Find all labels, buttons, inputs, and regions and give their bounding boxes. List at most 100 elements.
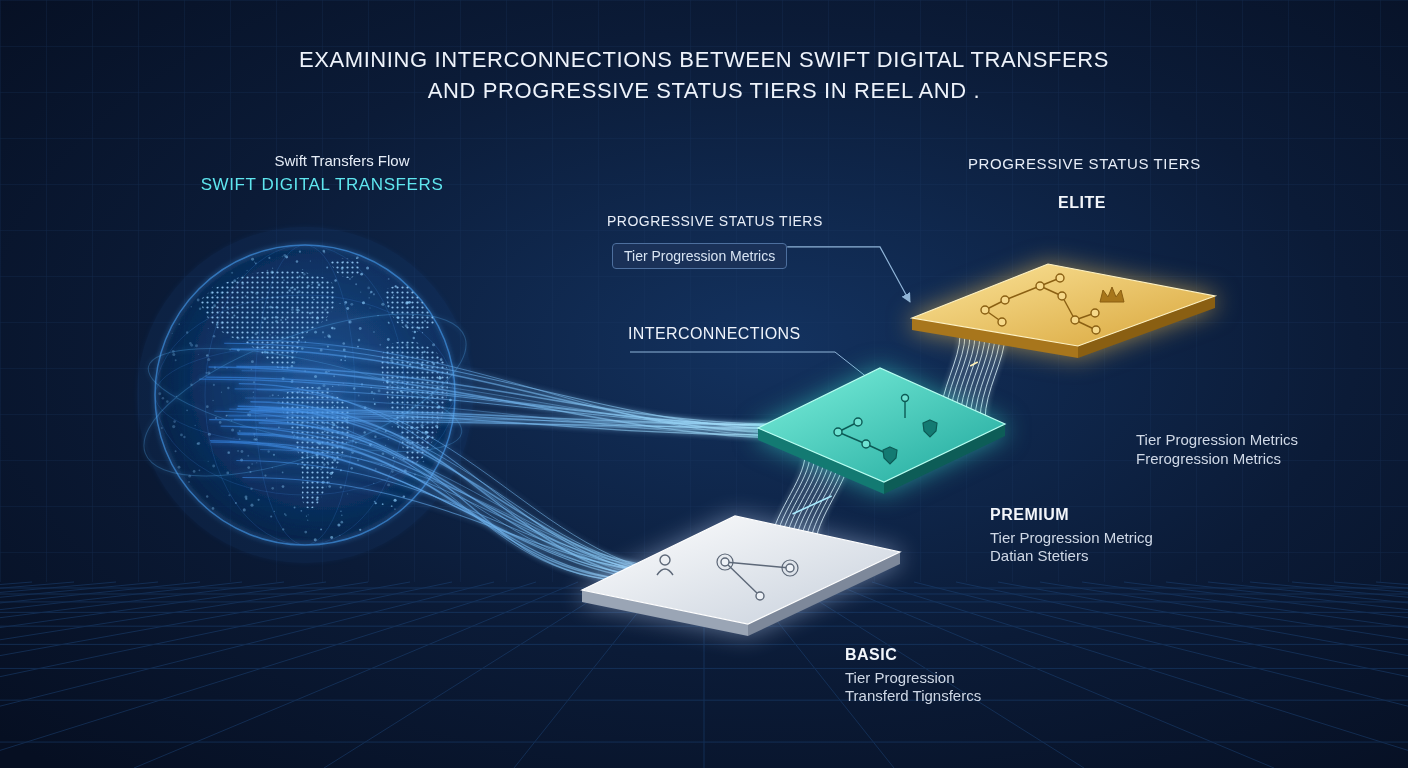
- globe-dot: [438, 418, 439, 419]
- globe-dot: [186, 331, 188, 333]
- globe-dot: [388, 439, 389, 440]
- globe-dot: [251, 360, 254, 363]
- floor-line: [0, 582, 32, 768]
- floor-line: [1082, 582, 1408, 768]
- metric-tag: Tier Progression Metrics: [624, 248, 775, 264]
- globe-dot: [379, 344, 381, 346]
- globe-dot: [309, 312, 311, 314]
- globe-dot: [293, 361, 296, 364]
- globe-dot: [388, 278, 390, 280]
- transfer-stream: [238, 434, 663, 581]
- globe-dot: [433, 363, 435, 365]
- globe-dot: [158, 392, 161, 395]
- globe-dot: [282, 528, 284, 530]
- icon-node: [1001, 296, 1009, 304]
- globe-dot: [375, 502, 377, 504]
- globe-dot: [282, 485, 285, 488]
- globe-dot: [188, 481, 190, 483]
- tile-shape: [910, 262, 1218, 362]
- shield-icon: [883, 447, 897, 464]
- globe-dot: [254, 332, 257, 335]
- globe-dot: [418, 348, 419, 349]
- globe-dot: [250, 504, 253, 507]
- transfer-stream: [237, 433, 655, 581]
- globe-dot: [344, 301, 347, 304]
- floor-line: [0, 582, 326, 768]
- globe-dot: [198, 469, 200, 471]
- globe-dot: [432, 343, 435, 346]
- globe-dot: [257, 499, 259, 501]
- globe-dot: [367, 287, 370, 290]
- globe-dot: [290, 287, 292, 289]
- icon-node: [1058, 292, 1066, 300]
- metric-note: Tier Progression Metrics Frerogression M…: [1136, 430, 1331, 468]
- globe-dot: [413, 337, 415, 339]
- icon-node: [1036, 282, 1044, 290]
- globe-dot: [294, 506, 296, 508]
- leader-line: [630, 352, 868, 378]
- floor-line: [1292, 582, 1408, 768]
- globe-dot: [297, 309, 300, 312]
- globe-dot: [323, 384, 326, 387]
- label-wrap: SWIFT DIGITAL TRANSFERS: [142, 175, 502, 195]
- floor-line: [0, 582, 494, 768]
- globe-dot: [293, 337, 294, 338]
- globe-dot: [310, 317, 311, 318]
- globe-dot: [221, 392, 222, 393]
- globe-dot: [250, 291, 252, 293]
- globe-dot: [241, 282, 244, 285]
- globe-dot: [374, 501, 376, 503]
- transfer-stream: [258, 409, 688, 579]
- tier-tile: PREMIUMTier Progression Metricg Datian S…: [756, 366, 1008, 496]
- globe-dot: [373, 331, 375, 333]
- tile-top: [912, 264, 1215, 346]
- globe-dot: [388, 322, 389, 323]
- globe-dot: [250, 488, 252, 490]
- globe-dot: [320, 468, 322, 470]
- globe-dot: [239, 430, 241, 432]
- globe-dot: [381, 303, 384, 306]
- icon-node: [1091, 309, 1099, 317]
- globe-dot: [340, 510, 342, 512]
- person-icon: [657, 569, 673, 575]
- globe-dot: [314, 538, 317, 541]
- globe-dot: [314, 375, 317, 378]
- tier-link: [970, 362, 978, 366]
- globe-dot: [213, 384, 215, 386]
- globe-dot: [424, 320, 426, 322]
- globe-dot: [346, 307, 349, 310]
- transfer-stream: [209, 367, 788, 438]
- globe-dot: [237, 337, 239, 339]
- globe-dot: [276, 306, 278, 308]
- globe-dot: [183, 436, 185, 438]
- globe-dot: [330, 472, 333, 475]
- transfer-stream: [251, 411, 774, 429]
- globe-dot: [411, 395, 412, 396]
- globe-dot: [221, 321, 224, 324]
- globe-dot: [341, 515, 343, 517]
- globe-dot: [422, 332, 423, 333]
- globe-dot: [276, 292, 278, 294]
- floor-line: [0, 582, 200, 768]
- globe-dot: [389, 385, 390, 386]
- transfer-stream: [260, 450, 708, 571]
- icon-node: [902, 395, 909, 402]
- globe-dot: [323, 458, 325, 460]
- globe-dot: [320, 528, 322, 530]
- globe-dot: [206, 495, 208, 497]
- globe-dot: [407, 447, 409, 449]
- globe-dot: [286, 286, 288, 288]
- icon-node: [786, 564, 794, 572]
- globe-dot: [435, 425, 438, 428]
- globe-dot: [294, 288, 296, 290]
- globe-dot: [228, 452, 229, 453]
- globe-dot: [220, 291, 223, 294]
- label-wrap: Tier Progression Metrics Frerogression M…: [1136, 430, 1331, 468]
- title-wrap: EXAMINING INTERCONNECTIONS BETWEEN SWIFT…: [0, 44, 1408, 106]
- globe-dot: [252, 313, 253, 314]
- floor-line: [1124, 582, 1408, 768]
- globe-dot: [328, 485, 331, 488]
- icon-node: [1056, 274, 1064, 282]
- transfer-stream: [255, 407, 703, 574]
